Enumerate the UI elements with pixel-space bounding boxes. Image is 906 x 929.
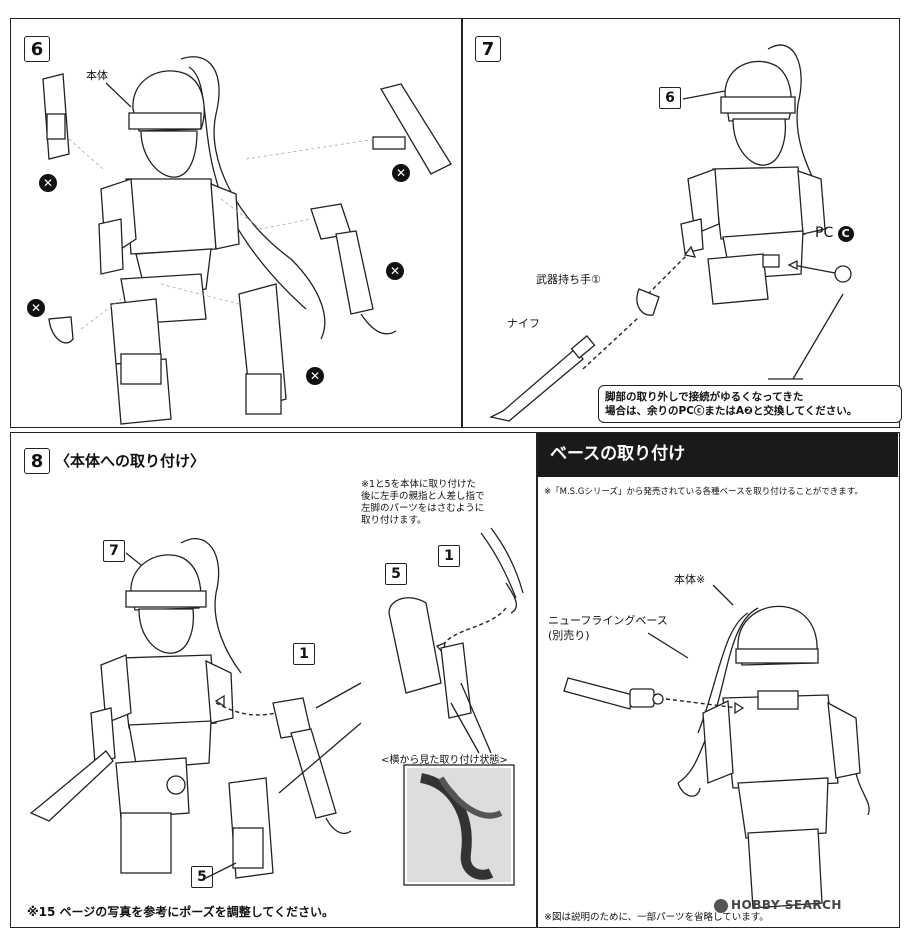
- flying-base-label: ニューフライングベース (別売り): [548, 614, 668, 642]
- step7-number: 7: [475, 36, 501, 62]
- hobby-search-watermark: HOBBY SEARCH: [714, 898, 842, 913]
- step8-panel: 8 〈本体への取り付け〉 7 1 5 1 5 ※1と5を本体に取り付けた 後に左…: [10, 432, 537, 928]
- step7-illustration: [489, 44, 852, 422]
- step7-panel: 7 6 PC C: [462, 18, 902, 428]
- step6-number: 6: [24, 36, 50, 62]
- x-mark-icon: ✕: [39, 174, 57, 192]
- base-note: ※「M.S.Gシリーズ」から発売されている各種ベースを取り付けることができます。: [544, 487, 863, 497]
- part-ref-5: 5: [191, 866, 213, 888]
- base-illustration: [563, 584, 870, 909]
- step8-title: 〈本体への取り付け〉: [55, 452, 206, 470]
- x-mark-icon: ✕: [27, 299, 45, 317]
- base-body-label: 本体※: [674, 573, 706, 586]
- x-mark-icon: ✕: [306, 367, 324, 385]
- pc-text: PC: [815, 225, 834, 241]
- part-ref-1: 1: [438, 545, 460, 567]
- watermark-text: HOBBY SEARCH: [731, 898, 842, 912]
- part-ref-7: 7: [103, 540, 125, 562]
- step6-illustration: [42, 56, 452, 425]
- circle-c-icon: C: [837, 226, 854, 242]
- step7-note: 脚部の取り外しで接続がゆるくなってきた 場合は、余りのPCⓒまたはA❷と交換して…: [598, 385, 902, 423]
- step6-panel: 6 本体: [10, 18, 462, 428]
- knife-label: ナイフ: [507, 317, 540, 330]
- step8-illustration: [29, 527, 524, 886]
- base-header: ベースの取り付け: [538, 433, 898, 477]
- hobby-search-logo-icon: [714, 898, 728, 913]
- part-ref-5: 5: [385, 563, 407, 585]
- step8-inset-note: ※1と5を本体に取り付けた 後に左手の親指と人差し指で 左脚のパーツをはさむよう…: [361, 479, 485, 526]
- step8-number: 8: [24, 448, 50, 474]
- step6-body-label: 本体: [86, 69, 108, 82]
- x-mark-icon: ✕: [386, 262, 404, 280]
- base-footer: ※図は説明のために、一部パーツを省略しています。: [544, 912, 769, 923]
- pc-label: PC C: [815, 225, 854, 242]
- part-ref-6: 6: [659, 87, 681, 109]
- step8-footer: ※15 ページの写真を参考にポーズを調整してください。: [27, 905, 334, 919]
- part-ref-1: 1: [293, 643, 315, 665]
- hand-label: 武器持ち手①: [536, 273, 601, 286]
- base-panel: ベースの取り付け ※「M.S.Gシリーズ」から発売されている各種ベースを取り付け…: [537, 432, 900, 928]
- side-view-caption: <横から見た取り付け状態>: [381, 755, 508, 766]
- x-mark-icon: ✕: [392, 164, 410, 182]
